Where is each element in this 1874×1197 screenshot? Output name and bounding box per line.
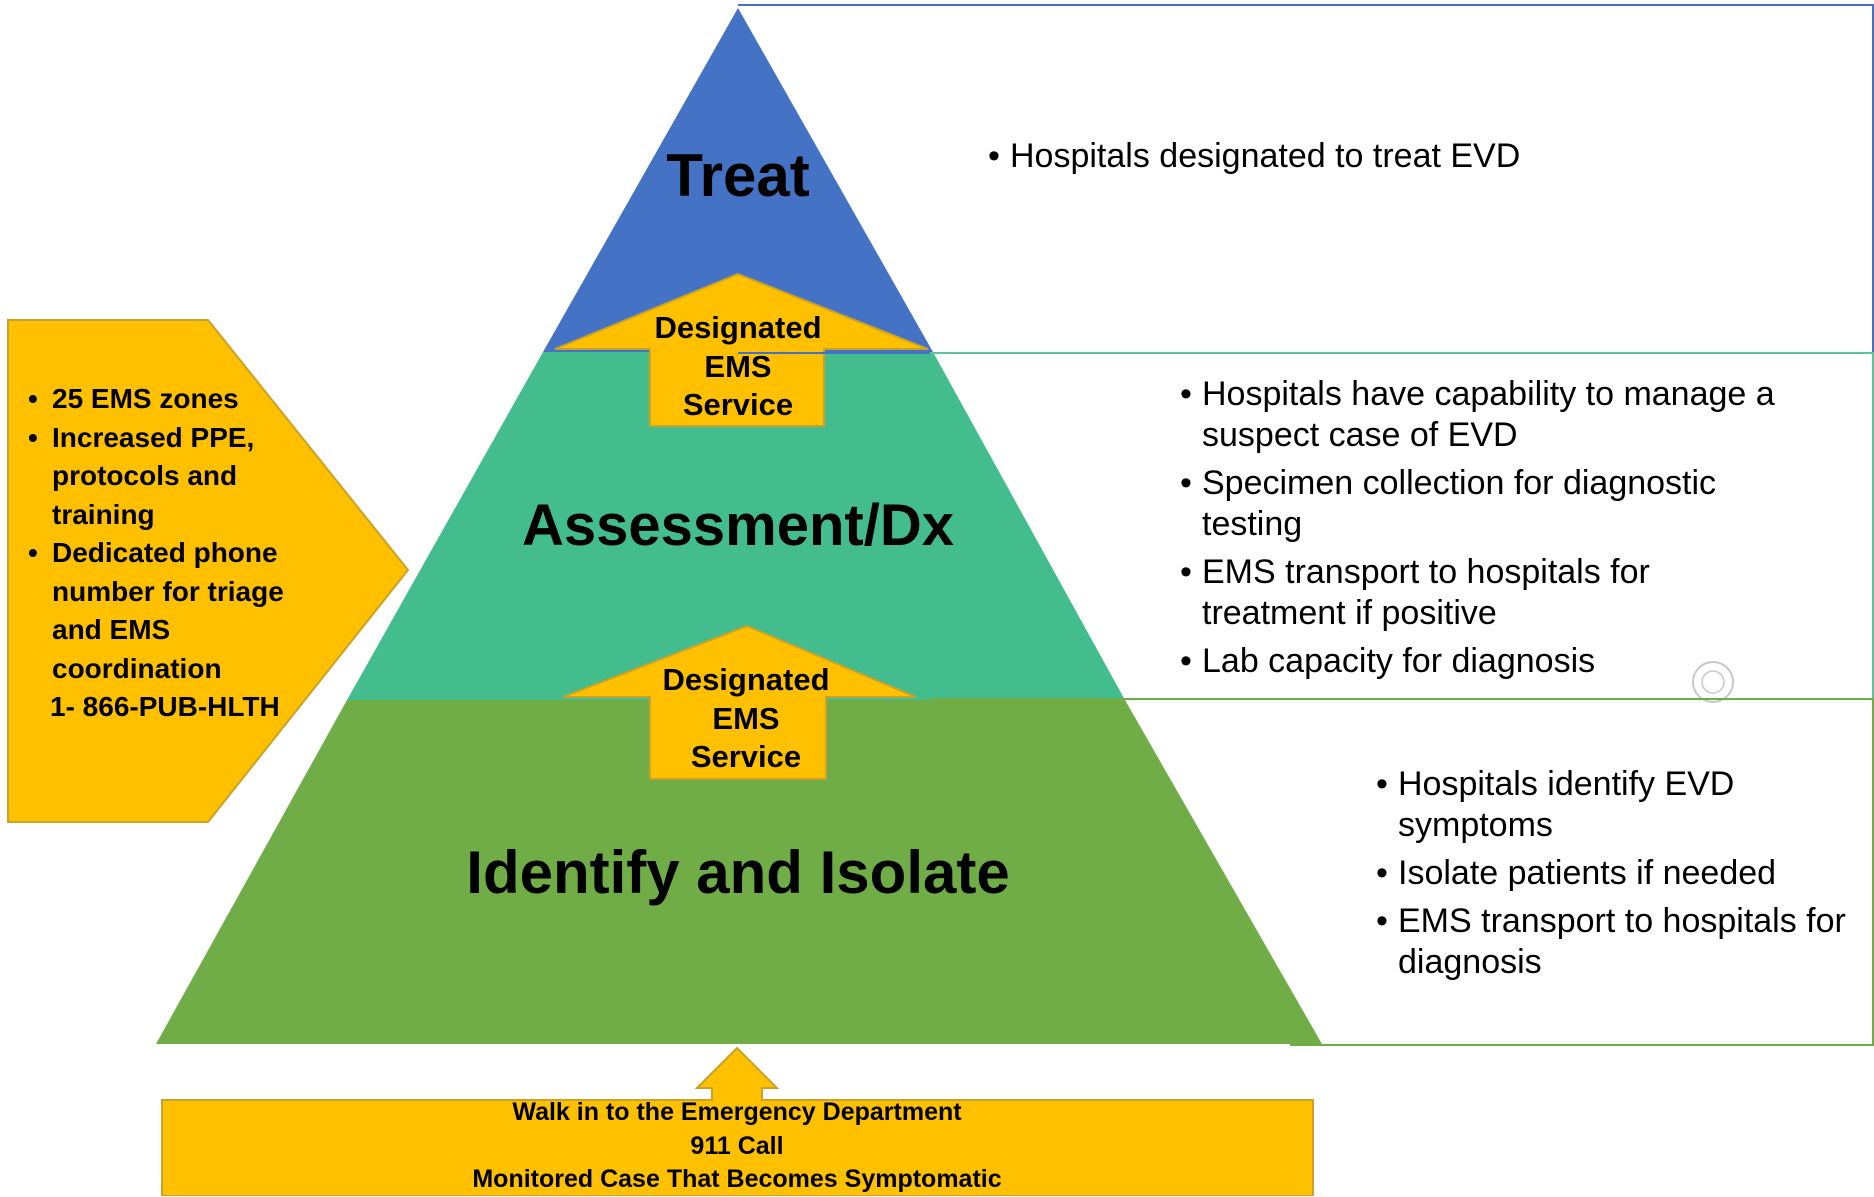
upper-arrow-line3: Service — [683, 387, 793, 422]
list-item: Hospitals have capability to manage a su… — [1180, 374, 1800, 456]
entry-points-arrow — [161, 1046, 1314, 1196]
tier-assessment-shape — [347, 352, 1125, 700]
designated-ems-arrow-upper: Designated EMS Service — [554, 272, 929, 427]
lower-arrow-line2: EMS — [712, 701, 779, 736]
tier-treat-title: Treat — [666, 142, 809, 209]
upper-arrow-line2: EMS — [704, 349, 771, 384]
list-item: Hospitals designated to treat EVD — [988, 136, 1520, 177]
up-arrow-icon — [161, 1046, 1314, 1196]
tier-treat-shape — [543, 8, 933, 352]
identify-bullet-list: Hospitals identify EVD symptoms Isolate … — [1376, 764, 1846, 990]
up-arrow-icon — [554, 272, 929, 427]
list-item: Isolate patients if needed — [1376, 853, 1846, 894]
up-arrow-icon — [562, 624, 917, 780]
list-item: Dedicated phone number for triage and EM… — [28, 534, 288, 688]
treat-bullet-list: Hospitals designated to treat EVD — [988, 136, 1520, 184]
list-item: Specimen collection for diagnostic testi… — [1180, 463, 1800, 545]
ems-phone-number: 1- 866-PUB-HLTH — [50, 691, 280, 722]
assessment-bullet-list: Hospitals have capability to manage a su… — [1180, 374, 1800, 689]
designated-ems-arrow-lower: Designated EMS Service — [562, 624, 917, 780]
entry-line-1: Walk in to the Emergency Department — [512, 1098, 962, 1126]
entry-line-2: 911 Call — [690, 1131, 784, 1160]
list-item: EMS transport to hospitals for diagnosis — [1376, 901, 1846, 983]
treat-description-box: Hospitals designated to treat EVD — [738, 4, 1874, 354]
tier-assessment-title: Assessment/Dx — [522, 493, 954, 558]
list-item: 25 EMS zones — [28, 380, 288, 419]
upper-arrow-line1: Designated — [654, 310, 821, 345]
lower-arrow-line3: Service — [691, 739, 801, 774]
assessment-description-box: Hospitals have capability to manage a su… — [930, 352, 1874, 700]
identify-description-box: Hospitals identify EVD symptoms Isolate … — [1290, 698, 1874, 1046]
ems-panel: 25 EMS zones Increased PPE, protocols an… — [28, 380, 288, 727]
list-item: Lab capacity for diagnosis — [1180, 641, 1800, 682]
lower-arrow-line1: Designated — [662, 662, 829, 697]
entry-line-3: Monitored Case That Becomes Symptomatic — [472, 1165, 1002, 1193]
ems-bullet-list: 25 EMS zones Increased PPE, protocols an… — [28, 380, 288, 688]
list-item: Increased PPE, protocols and training — [28, 419, 288, 535]
list-item: EMS transport to hospitals for treatment… — [1180, 552, 1800, 634]
list-item: Hospitals identify EVD symptoms — [1376, 764, 1846, 846]
tier-identify-title: Identify and Isolate — [466, 839, 1009, 906]
entry-points-text: Walk in to the Emergency Department 911 … — [162, 1096, 1312, 1197]
tier-identify-shape — [156, 700, 1322, 1044]
